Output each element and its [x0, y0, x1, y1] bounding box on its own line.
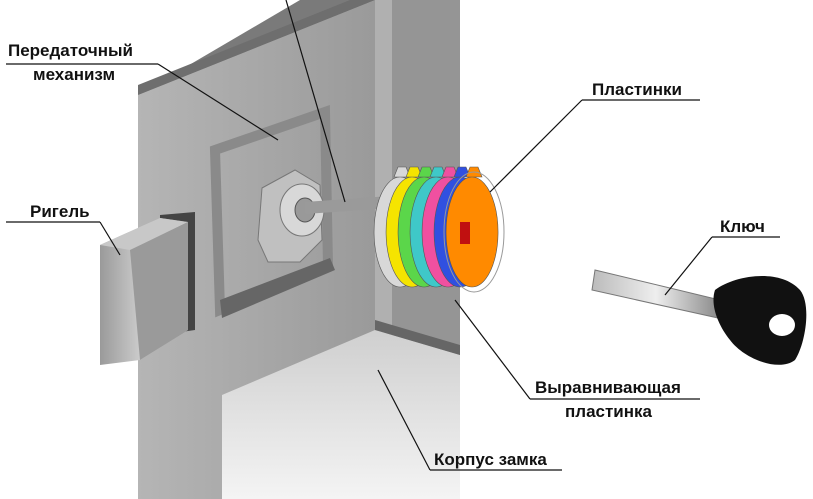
- lock-body: [138, 0, 460, 499]
- label-key: Ключ: [720, 217, 765, 236]
- bolt: [100, 212, 195, 365]
- label-transmission-line2: механизм: [33, 65, 115, 84]
- label-aligning-line1: Выравнивающая: [535, 378, 681, 397]
- key: [591, 269, 807, 365]
- transmission-mechanism: [209, 105, 381, 318]
- label-lock-body: Корпус замка: [434, 450, 547, 469]
- plate-6: [445, 166, 499, 288]
- label-transmission-line1: Передаточный: [8, 41, 133, 60]
- leader-lines: [6, 0, 780, 471]
- label-bolt: Ригель: [30, 202, 90, 221]
- key-slot: [460, 222, 470, 244]
- label-plates: Пластинки: [592, 80, 682, 99]
- plates-stack: [373, 166, 505, 293]
- label-aligning-line2: пластинка: [565, 402, 653, 421]
- aligning-plate-outline: [443, 171, 505, 293]
